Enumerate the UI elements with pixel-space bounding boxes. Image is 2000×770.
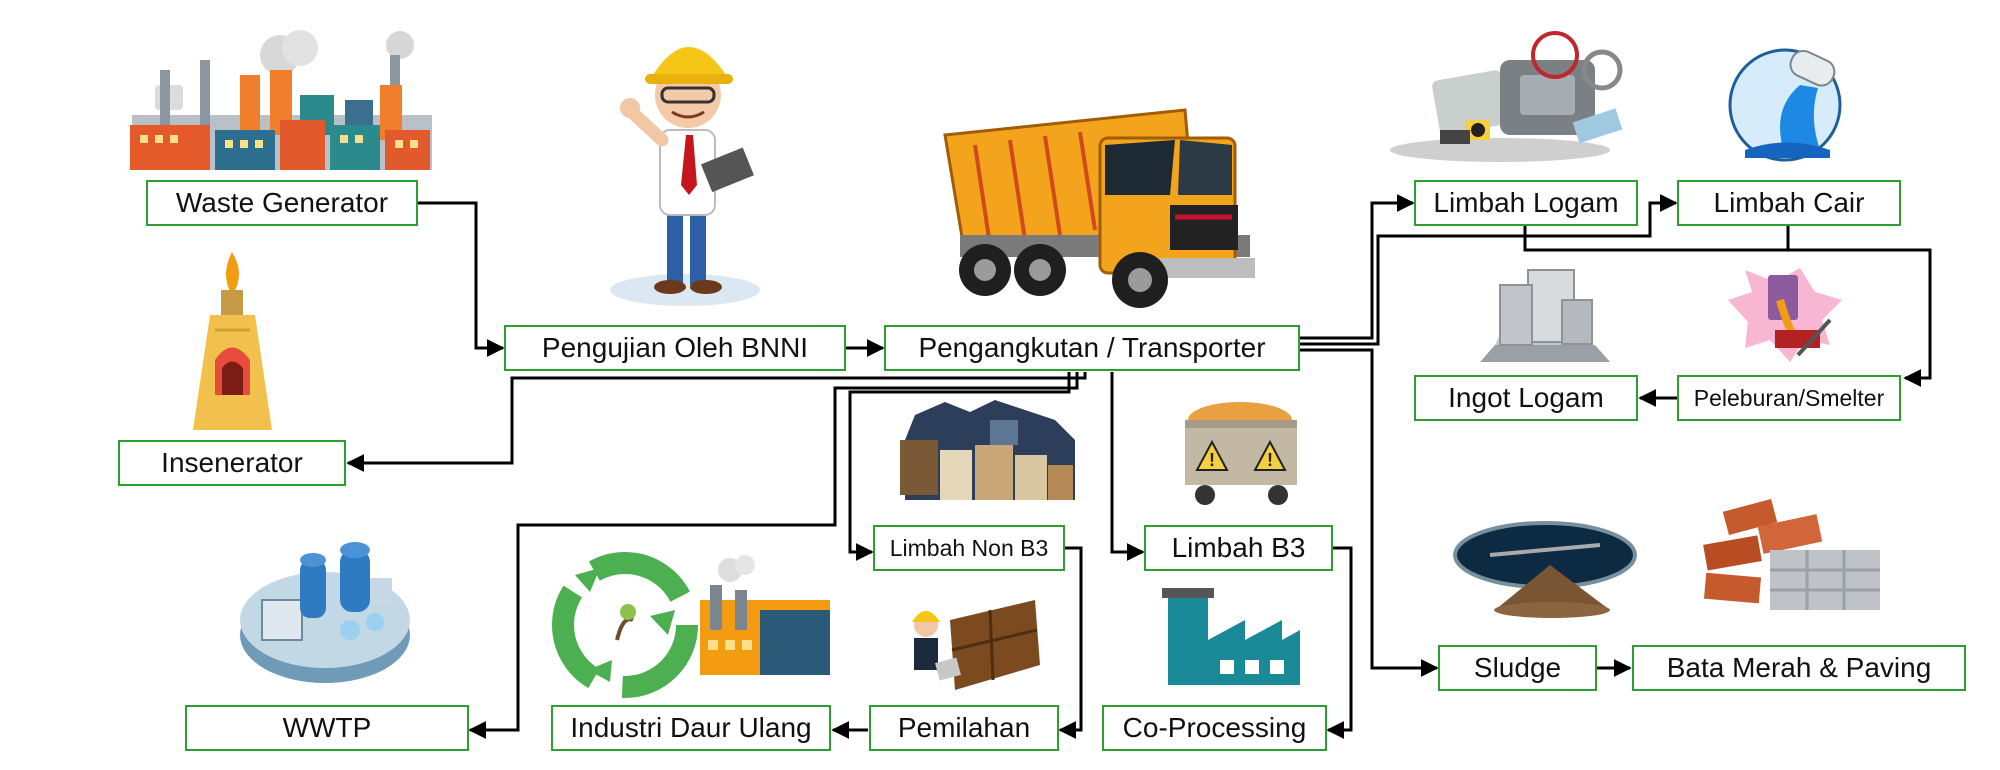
- node-peleburan-smelter: Peleburan/Smelter: [1677, 375, 1901, 421]
- scrap-metal-icon: [1390, 31, 1623, 162]
- node-industri-daur-ulang: Industri Daur Ulang: [551, 705, 831, 751]
- node-wwtp: WWTP: [185, 705, 469, 751]
- node-limbah-cair: Limbah Cair: [1677, 180, 1901, 226]
- bricks-paving-icon: [1703, 498, 1880, 610]
- node-bata-merah-paving: Bata Merah & Paving: [1632, 645, 1966, 691]
- sorting-worker-icon: [912, 600, 1040, 690]
- node-limbah-b3: Limbah B3: [1144, 525, 1333, 571]
- metal-ingot-icon: [1480, 269, 1610, 362]
- connector-lines: [346, 194, 1932, 739]
- garbage-pile-icon: [900, 400, 1075, 500]
- node-pengujian-bnni: Pengujian Oleh BNNI: [504, 325, 846, 371]
- factory-icon: [130, 30, 432, 170]
- svg-text:!: !: [1267, 450, 1273, 470]
- cement-plant-icon: [1162, 588, 1300, 685]
- svg-text:!: !: [1209, 450, 1215, 470]
- node-waste-generator: Waste Generator: [146, 180, 418, 226]
- liquid-waste-icon: [1728, 48, 1842, 162]
- node-insenerator: Insenerator: [118, 440, 346, 486]
- smelter-icon: [1728, 268, 1842, 362]
- dump-truck-icon: [943, 108, 1255, 308]
- engineer-icon: [610, 46, 760, 306]
- node-ingot-logam: Ingot Logam: [1414, 375, 1638, 421]
- wastewater-plant-icon: [240, 542, 410, 683]
- node-limbah-non-b3: Limbah Non B3: [873, 525, 1065, 571]
- node-pemilahan: Pemilahan: [869, 705, 1059, 751]
- hazardous-waste-cart-icon: ! !: [1185, 402, 1297, 505]
- sludge-pond-icon: [1453, 521, 1637, 618]
- furnace-icon: [193, 252, 272, 430]
- node-sludge: Sludge: [1438, 645, 1597, 691]
- node-limbah-logam: Limbah Logam: [1414, 180, 1638, 226]
- recycling-industry-icon: [552, 552, 830, 698]
- node-pengangkutan-transporter: Pengangkutan / Transporter: [884, 325, 1300, 371]
- node-co-processing: Co-Processing: [1102, 705, 1327, 751]
